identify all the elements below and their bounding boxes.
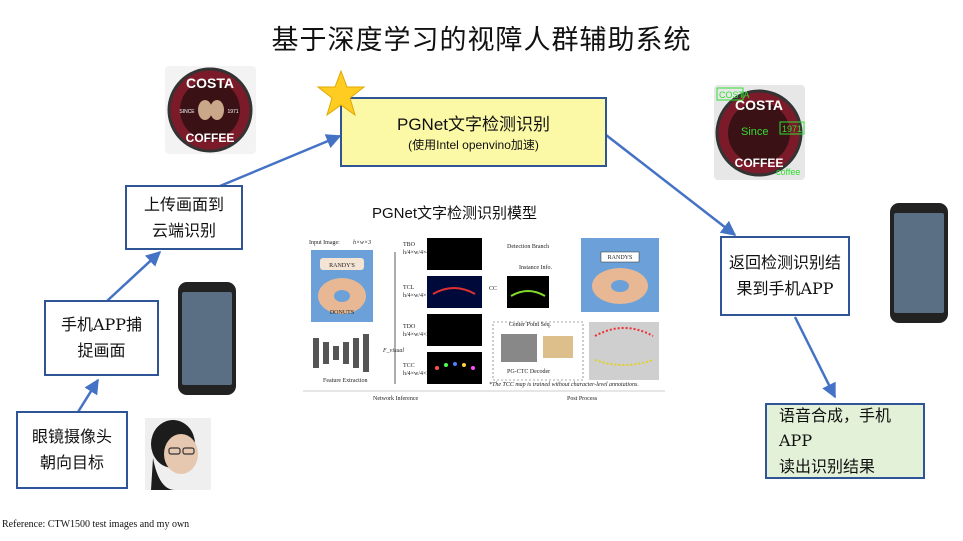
step-app-capture-line2: 捉画面 <box>77 341 126 360</box>
reference-text: Reference: CTW1500 test images and my ow… <box>2 519 190 530</box>
page-title: 基于深度学习的视障人群辅助系统 <box>271 25 692 56</box>
logo-text-top: COSTA <box>186 75 234 91</box>
model-input-label: Input Image: <box>309 240 340 246</box>
person-photo <box>145 418 211 490</box>
step-return-line1: 返回检测识别结 <box>728 253 841 273</box>
step-camera-line1: 眼镜摄像头 <box>31 427 112 447</box>
model-input-dims: h×w×3 <box>353 240 371 246</box>
logo-text-bottom: COFFEE <box>186 131 235 145</box>
branch-tbo-label: TBO <box>403 242 416 248</box>
step-camera-line2: 朝向目标 <box>39 453 104 472</box>
post-process-label: Post Process <box>567 396 598 402</box>
feature-extraction-block <box>313 334 369 372</box>
semantic-grid <box>543 336 573 358</box>
result-logo-text-top: COSTA <box>735 97 783 113</box>
center-point-seq-label: Center Point Seq. <box>509 322 552 328</box>
costa-logo-input-image: COSTA COFFEE SINCE 1971 <box>165 66 256 154</box>
input-donut-image: RANDY'S DONUTS <box>311 250 373 322</box>
branch-tcl-label: TCL <box>403 285 415 291</box>
detection-label-since: Since <box>741 126 769 138</box>
network-inference-label: Network Inference <box>373 395 418 402</box>
detection-label-1971: 1971 <box>782 124 802 134</box>
phone-result-image <box>890 203 948 323</box>
detection-branch-label: Detection Branch <box>507 244 549 250</box>
f-visual-label: F_visual <box>382 348 404 354</box>
arrow-camera-to-app <box>76 378 100 413</box>
output-sign-word: RANDYS <box>608 255 633 261</box>
branch-tdo-dims: h/4×w/4×2 <box>403 332 429 338</box>
step-upload-line1: 上传画面到 <box>143 194 224 214</box>
tdo-map <box>427 314 482 346</box>
step-tts-line1: 语音合成，手机APP <box>779 405 892 451</box>
branch-tcc-label: TCC <box>403 363 415 369</box>
branch-tbo-dims: h/4×w/4×4 <box>403 250 429 256</box>
phone-capture-screen <box>182 292 232 385</box>
step-pgnet-line1: PGNet文字检测识别 <box>396 114 551 134</box>
step-pgnet-line2: (使用Intel openvino加速) <box>408 137 539 152</box>
branch-tdo-label: TDO <box>403 324 416 330</box>
tcc-note: *The TCC map is trained without characte… <box>489 382 639 388</box>
feature-extraction-label: Feature Extraction <box>323 378 367 384</box>
decoded-result <box>589 322 659 380</box>
cc-label: CC <box>489 286 497 292</box>
step-pgnet-box: PGNet文字检测识别 (使用Intel openvino加速) <box>340 97 607 167</box>
instance-info-label: Instance Info. <box>519 264 552 271</box>
tbo-map <box>427 238 482 270</box>
arrow-return-to-tts <box>793 316 837 399</box>
step-upload-box: 上传画面到 云端识别 <box>125 185 243 250</box>
output-donut-image: RANDYS <box>581 238 659 312</box>
pg-ctc-grid <box>501 334 537 362</box>
arrow-pgnet-to-return <box>605 134 737 236</box>
logo-text-year: 1971 <box>227 109 238 115</box>
step-return-line2: 果到手机APP <box>736 279 834 298</box>
step-upload-line2: 云端识别 <box>151 220 216 240</box>
step-camera-box: 眼镜摄像头 朝向目标 <box>16 411 128 489</box>
input-sign-word-2: DONUTS <box>330 310 354 316</box>
star-icon <box>316 70 366 117</box>
logo-text-since: SINCE <box>179 109 195 115</box>
model-title: PGNet文字检测识别模型 <box>372 205 538 222</box>
branch-tcl-dims: h/4×w/4×1 <box>403 293 429 299</box>
detection-label-costa: COSTA <box>719 90 749 100</box>
arrow-app-to-upload <box>106 250 162 302</box>
step-app-capture-box: 手机APP捕 捉画面 <box>44 300 159 376</box>
step-app-capture-line1: 手机APP捕 <box>60 315 143 335</box>
branch-tcc-dims: h/4×w/4×37 <box>403 371 432 377</box>
pg-ctc-label: PG-CTC Decoder <box>507 369 550 375</box>
arrow-upload-to-pgnet <box>219 134 342 188</box>
result-logo-text-bottom: COFFEE <box>735 156 784 170</box>
detection-label-coffee: coffee <box>776 167 800 177</box>
costa-logo-result-image: COSTA COFFEE COSTA 1971 Since coffee <box>714 85 805 180</box>
pgnet-model-figure: Input Image: h×w×3 RANDY'S DONUTS Featur… <box>303 234 665 402</box>
step-return-box: 返回检测识别结 果到手机APP <box>720 236 850 316</box>
input-sign-word: RANDY'S <box>329 263 355 269</box>
step-tts-line2: 读出识别结果 <box>779 456 876 476</box>
phone-capture-image <box>178 282 236 395</box>
phone-result-screen <box>894 213 944 313</box>
step-tts-box: 语音合成，手机APP 读出识别结果 <box>765 403 925 479</box>
